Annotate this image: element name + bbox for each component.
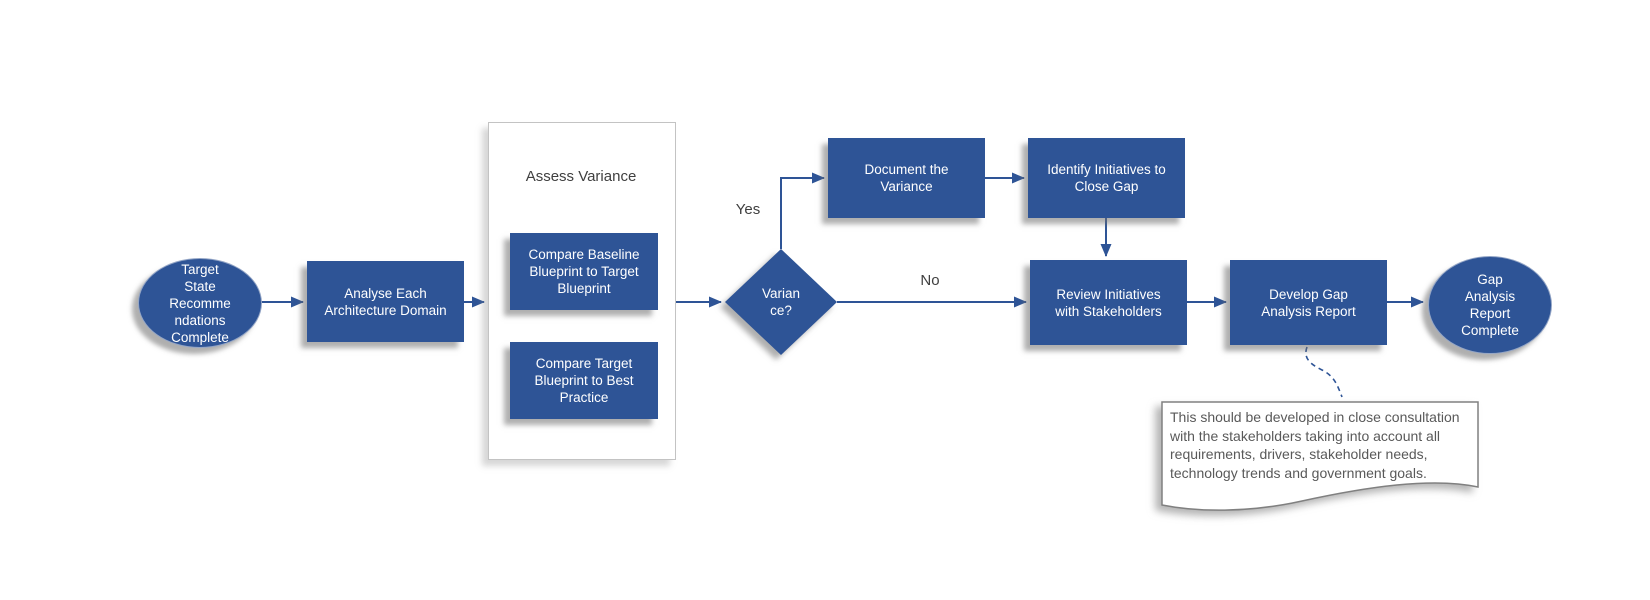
yes-branch-label: Yes <box>735 201 761 218</box>
document-variance-box: Document the Variance <box>828 138 985 218</box>
annotation-note-text: This should be developed in close consul… <box>1170 409 1460 481</box>
compare-target-box: Compare Target Blueprint to Best Practic… <box>510 342 658 419</box>
assess-variance-group-title: Assess Variance <box>525 168 637 185</box>
identify-initiatives-box: Identify Initiatives to Close Gap <box>1028 138 1185 218</box>
develop-report-box: Develop Gap Analysis Report <box>1230 260 1387 345</box>
analyse-architecture-box: Analyse Each Architecture Domain <box>307 261 464 342</box>
review-initiatives-box: Review Initiatives with Stakeholders <box>1030 260 1187 345</box>
note-shape <box>1161 401 1479 511</box>
no-branch-label: No <box>920 272 940 289</box>
compare-baseline-box: Compare Baseline Blueprint to Target Blu… <box>510 233 658 310</box>
note-connector <box>1305 346 1343 398</box>
decision-diamond-shape <box>725 249 837 355</box>
arrow-decision-yes-branch <box>780 172 825 249</box>
end-event-oval: Gap Analysis Report Complete <box>1428 256 1552 354</box>
variance-decision-label: Varian ce? <box>761 286 801 318</box>
start-event-oval: Target State Recomme ndations Complete <box>138 258 262 348</box>
